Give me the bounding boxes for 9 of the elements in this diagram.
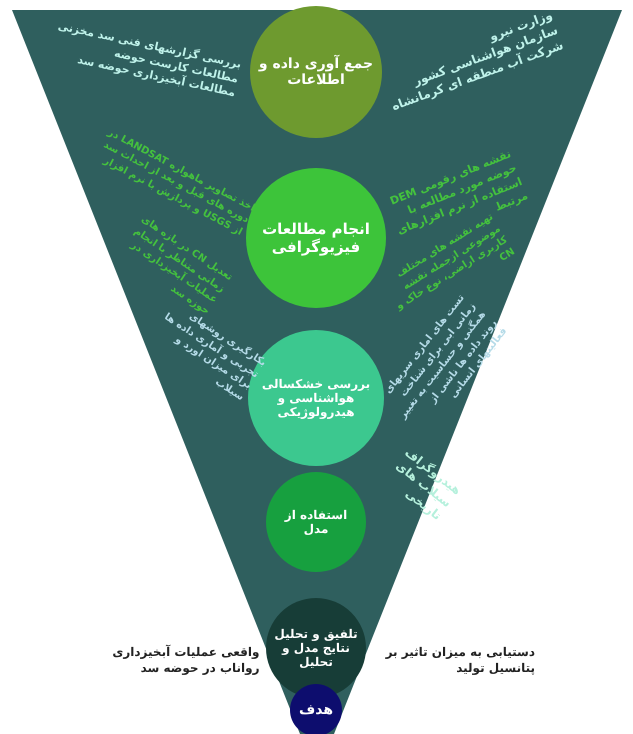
stage-title: بررسی خشکسالی هواشناسی و هیدرولوژیکی [260, 377, 372, 419]
note-text: واقعی عملیات آبخیزداری رواناب در حوضه سد [111, 644, 260, 676]
stage-title: انجام مطالعات فیزیوگرافی [261, 220, 371, 256]
note-text: دستیابی به میزان تاثیر بر پتانسیل تولید [385, 644, 535, 676]
stage-title: جمع آوری داده و اطلاعات [258, 56, 374, 88]
stage-title: هدف [298, 702, 334, 718]
stage-title: تلفیق و تحلیل نتایج مدل و تحلیل [274, 627, 358, 669]
stage-title: استفاده از مدل [283, 508, 348, 536]
note-text: هیدروگراف سیلاب های تاریخی [392, 444, 464, 524]
